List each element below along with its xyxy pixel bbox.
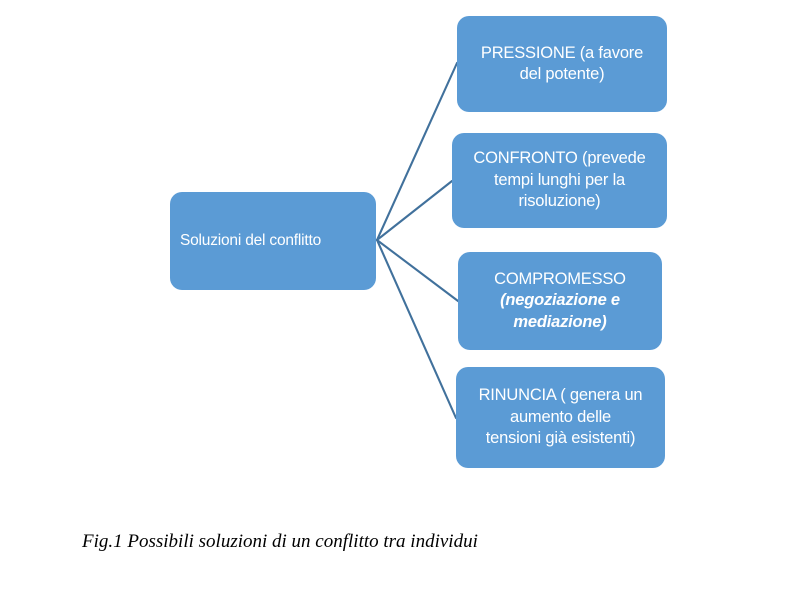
node-pressione-line-1: PRESSIONE (a favore xyxy=(480,43,644,62)
node-root-label: Soluzioni del conflitto xyxy=(180,231,322,249)
connector-to-compromesso xyxy=(375,238,460,303)
connector-to-pressione xyxy=(375,61,459,242)
node-compromesso-emphasis: (negoziazione e mediazione) xyxy=(500,291,620,331)
node-rinuncia-line-1: RINUNCIA ( genera un xyxy=(478,386,643,405)
node-compromesso[interactable]: COMPROMESSO (negoziazione e mediazione) xyxy=(458,252,662,350)
node-confronto-line-1: CONFRONTO (prevede xyxy=(473,149,646,168)
node-pressione-line-2: del potente) xyxy=(519,65,605,83)
node-confronto[interactable]: CONFRONTO (prevede tempi lunghi per la r… xyxy=(452,133,667,228)
node-rinuncia-label: RINUNCIA ( genera un aumento delle tensi… xyxy=(464,385,657,449)
node-pressione[interactable]: PRESSIONE (a favore del potente) xyxy=(457,16,667,112)
figure-caption: Fig.1 Possibili soluzioni di un conflitt… xyxy=(82,531,478,552)
node-rinuncia-line-2: aumento delle xyxy=(509,407,612,426)
connector-to-rinuncia xyxy=(375,238,458,420)
node-compromesso-label: COMPROMESSO (negoziazione e mediazione) xyxy=(466,269,654,333)
node-rinuncia[interactable]: RINUNCIA ( genera un aumento delle tensi… xyxy=(456,367,665,468)
node-confronto-line-2: tempi lunghi per la xyxy=(493,170,626,189)
node-soluzioni-del-conflitto[interactable]: Soluzioni del conflitto xyxy=(170,192,376,290)
node-confronto-line-3: risoluzione) xyxy=(518,192,601,211)
connector-to-confronto xyxy=(375,179,454,242)
node-compromesso-title: COMPROMESSO xyxy=(494,269,626,288)
node-confronto-label: CONFRONTO (prevede tempi lunghi per la r… xyxy=(460,148,659,212)
node-pressione-label: PRESSIONE (a favore del potente) xyxy=(465,43,659,86)
node-rinuncia-line-3: tensioni già esistenti) xyxy=(485,429,636,448)
